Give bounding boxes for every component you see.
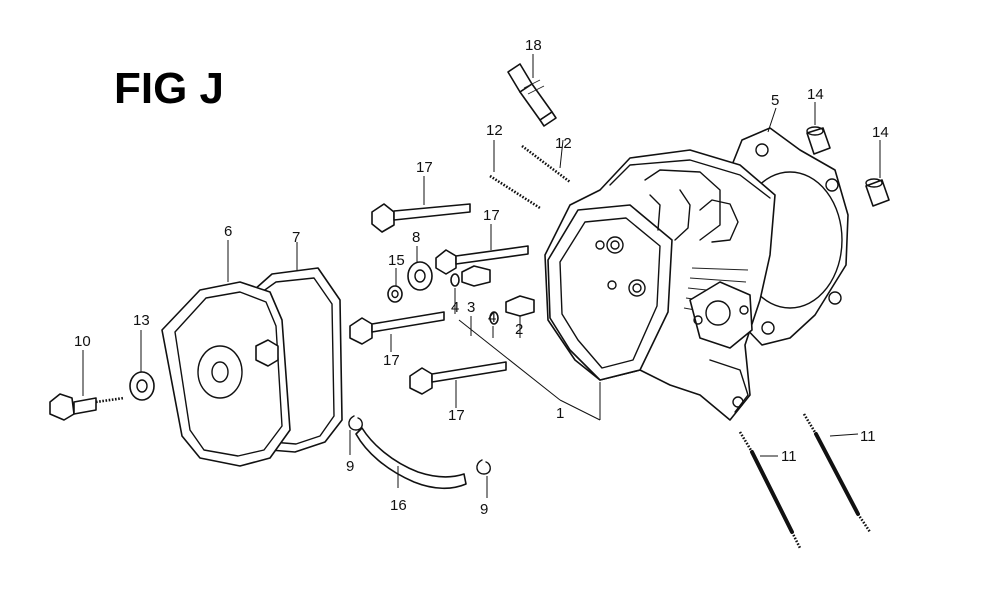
callout-4: 4 [488, 309, 496, 326]
callout-10: 10 [74, 333, 91, 350]
head-cover [161, 281, 291, 467]
callout-16: 16 [390, 497, 407, 514]
callout-17: 17 [383, 352, 400, 369]
callout-11: 11 [781, 448, 797, 465]
breather-tube [355, 427, 467, 490]
callout-8: 8 [412, 229, 420, 246]
stud-bolt-11a [738, 431, 802, 549]
callout-9: 9 [480, 501, 488, 518]
stud-bolt-12a [489, 174, 541, 210]
flange-bolt-17c [349, 311, 445, 345]
seal-washer-8 [407, 261, 433, 291]
figure-title: FIG J [114, 64, 224, 113]
callout-1: 1 [556, 405, 564, 422]
callout-12: 12 [486, 122, 503, 139]
callout-4: 4 [451, 299, 459, 316]
callout-15: 15 [388, 252, 405, 269]
stud-bolt-12b [521, 144, 571, 184]
stud-bolt-11b [802, 413, 872, 533]
o-ring-4a [450, 273, 460, 287]
dowel-pin-upper [806, 126, 831, 155]
callout-18: 18 [525, 37, 542, 54]
callout-17: 17 [448, 407, 465, 424]
dowel-pin-right [865, 178, 890, 207]
callout-3: 3 [467, 299, 475, 316]
callout-12: 12 [555, 135, 572, 152]
flange-bolt-17a [371, 203, 471, 233]
flange-bolt-17b [435, 245, 529, 275]
callout-17: 17 [416, 159, 433, 176]
callout-7: 7 [292, 229, 300, 246]
bolt-10 [49, 393, 125, 421]
leader-lines [82, 54, 881, 498]
tube-clip-9a [348, 415, 363, 431]
cylinder-head [544, 149, 776, 421]
callout-2: 2 [515, 321, 523, 338]
washer-15 [387, 285, 403, 303]
o-ring-4b [489, 311, 499, 325]
washer-13 [129, 371, 155, 401]
callout-13: 13 [133, 312, 150, 329]
tube-clip-9b [476, 459, 491, 475]
callout-6: 6 [224, 223, 232, 240]
flange-bolt-17d [409, 361, 507, 395]
callout-labels: 18 12 12 17 17 17 17 5 14 14 6 7 8 15 13… [74, 37, 889, 518]
callout-17: 17 [483, 207, 500, 224]
spark-plug [507, 63, 557, 127]
callout-11: 11 [860, 428, 876, 445]
callout-9: 9 [346, 458, 354, 475]
callout-5: 5 [771, 92, 779, 109]
valve-guide-2b [505, 295, 535, 317]
callout-14: 14 [872, 124, 889, 141]
callout-14: 14 [807, 86, 824, 103]
valve-guide-2a [461, 265, 491, 287]
